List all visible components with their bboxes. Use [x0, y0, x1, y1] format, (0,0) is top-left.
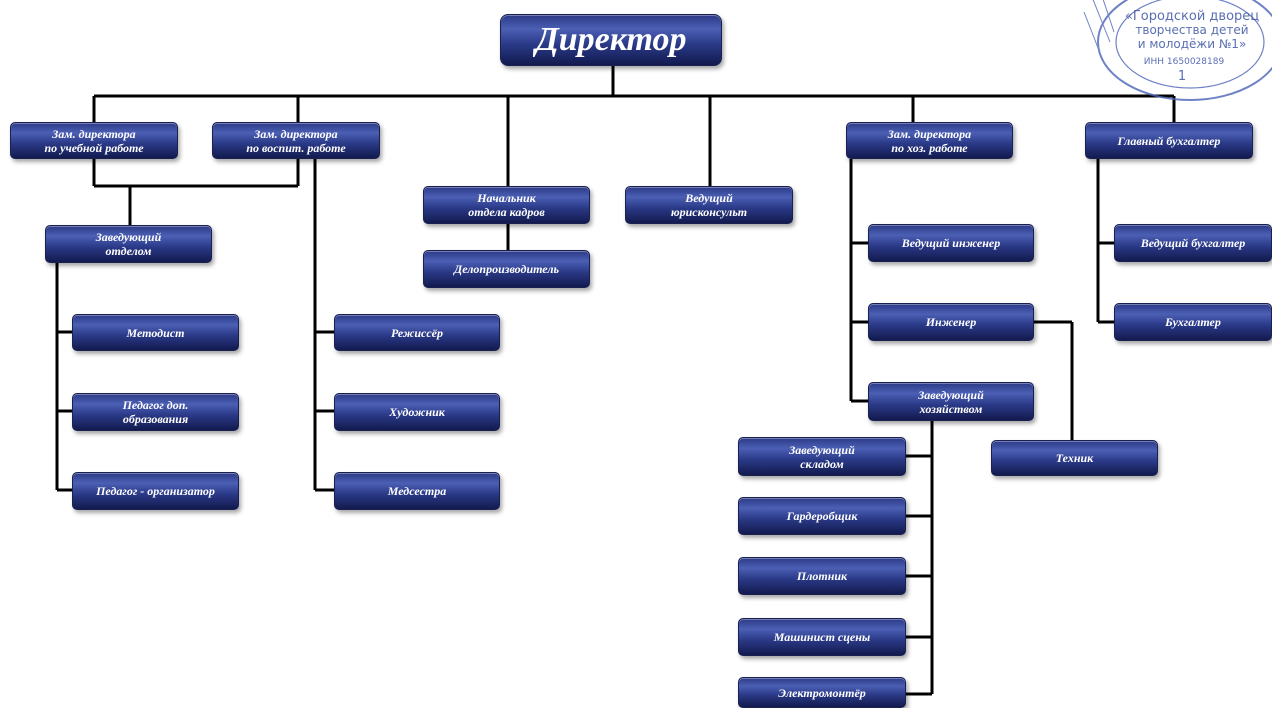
node-lead-accountant: Ведущий бухгалтер: [1114, 224, 1272, 262]
stamp-inn: ИНН 1650028189: [1144, 57, 1225, 67]
node-nurse: Медсестра: [334, 472, 500, 510]
node-cloakroom-attendant: Гардеробщик: [738, 497, 906, 535]
stamp-line-3: и молодёжи №1»: [1138, 37, 1247, 51]
node-director: Директор: [500, 14, 722, 66]
node-clerk: Делопроизводитель: [423, 250, 590, 288]
node-technician: Техник: [991, 440, 1158, 476]
node-lawyer: Ведущий юрисконсульт: [625, 186, 793, 224]
node-accountant: Бухгалтер: [1114, 303, 1272, 341]
node-chief-accountant: Главный бухгалтер: [1085, 122, 1253, 159]
node-hr-head: Начальник отдела кадров: [423, 186, 590, 224]
node-teacher-organizer: Педагог - организатор: [72, 472, 239, 510]
node-house-head: Заведующий хозяйством: [868, 382, 1034, 421]
stamp-line-2: творчества детей: [1135, 23, 1248, 37]
node-deputy-edu: Зам. директора по учебной работе: [10, 122, 178, 159]
node-carpenter: Плотник: [738, 557, 906, 595]
node-teacher-additional: Педагог доп. образования: [72, 393, 239, 431]
node-engineer: Инженер: [868, 303, 1034, 341]
node-lead-engineer: Ведущий инженер: [868, 224, 1034, 262]
node-electrician: Электромонтёр: [738, 677, 906, 708]
node-deputy-vosp: Зам. директора по воспит. работе: [212, 122, 380, 159]
node-stage-director: Режиссёр: [334, 314, 500, 351]
node-stage-machinist: Машинист сцены: [738, 618, 906, 656]
node-deputy-hoz: Зам. директора по хоз. работе: [846, 122, 1013, 159]
node-artist: Художник: [334, 393, 500, 431]
organization-stamp: «Городской дворец творчества детей и мол…: [1083, 0, 1272, 101]
node-warehouse-head: Заведующий складом: [738, 437, 906, 476]
stamp-line-1: «Городской дворец: [1125, 9, 1259, 24]
stamp-number: 1: [1178, 69, 1186, 84]
node-dept-head: Заведующий отделом: [45, 225, 212, 263]
node-methodist: Методист: [72, 314, 239, 351]
